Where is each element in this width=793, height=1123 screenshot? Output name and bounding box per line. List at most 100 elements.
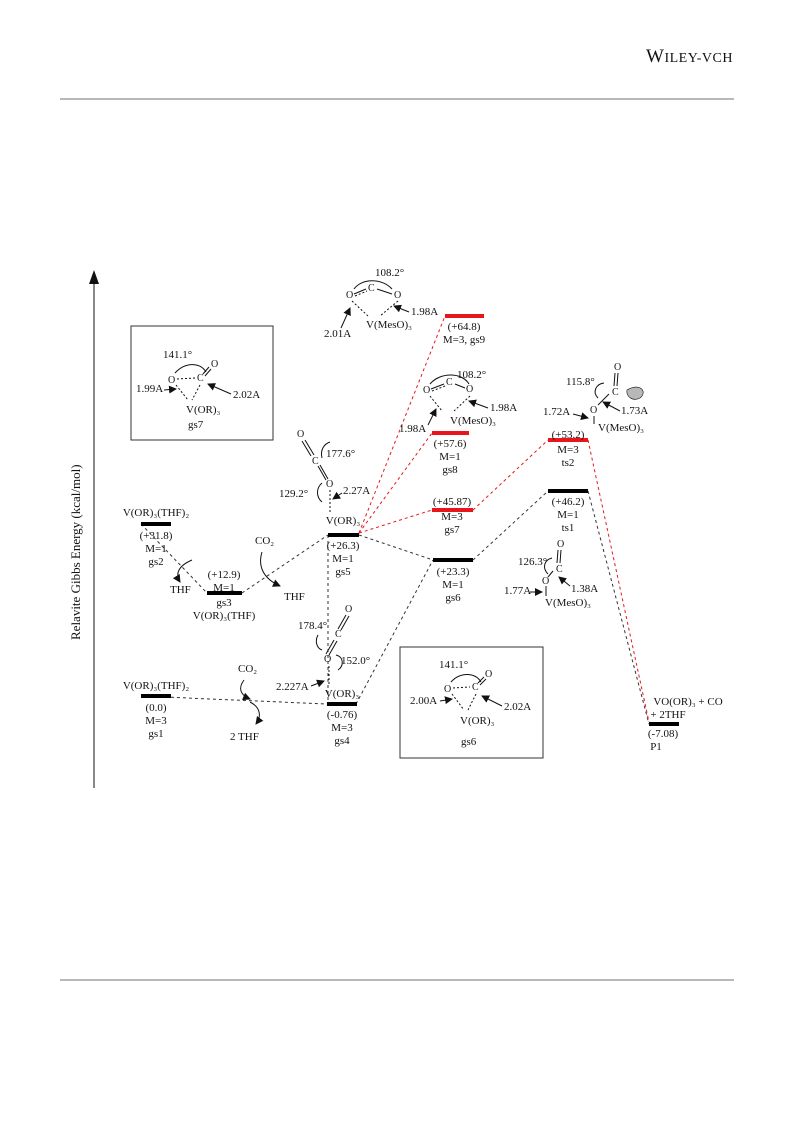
- gs7-structure-box: [130, 325, 274, 441]
- reagent-annotations: CO₂ THF THF CO₂ 2 THF: [170, 535, 305, 743]
- links-red: [358, 315, 650, 723]
- gs8-structure: 108.2° O C O V(MesO)₃ 1.98A 1.98A: [399, 369, 517, 435]
- ts1-mult: M=1: [557, 509, 578, 521]
- footer-rule: [60, 979, 734, 981]
- ts2-energy: (+53.2): [552, 429, 585, 441]
- gs8-energy: (+57.6): [434, 438, 467, 450]
- y-axis-label: Relavite Gibbs Energy (kcal/mol): [68, 464, 83, 640]
- gs9-structure: 108.2° O C O V(MesO)₃ 2.01A 1.98A: [324, 267, 438, 340]
- svg-text:2.227A: 2.227A: [276, 681, 309, 693]
- p1-energy: (-7.08): [648, 728, 679, 740]
- gs2-species: V(OR)₃(THF)₂: [123, 507, 189, 519]
- thf-label-a: THF: [170, 584, 191, 596]
- gs3-name: gs3: [216, 597, 232, 609]
- gs8-name: gs8: [442, 464, 458, 476]
- svg-text:O: O: [297, 429, 304, 440]
- gs2-name: gs2: [148, 556, 163, 568]
- gs6-mult: M=1: [442, 579, 463, 591]
- svg-text:141.1°: 141.1°: [439, 659, 468, 671]
- p1-species-line1: VO(OR)₃ + CO: [653, 696, 722, 708]
- svg-text:178.4°: 178.4°: [298, 620, 327, 632]
- p1-species-line2: + 2THF: [650, 709, 685, 721]
- svg-text:C: C: [446, 377, 453, 388]
- svg-text:O: O: [466, 384, 473, 395]
- ts1-structure: O C O 126.3° V(MesO)₃ 1.77A 1.38A: [504, 539, 598, 609]
- gs5-species: V(OR)₃: [326, 515, 361, 527]
- svg-text:V(OR)₃: V(OR)₃: [186, 404, 221, 416]
- ts2-structure: O C O 115.8° V(MesO)₃ 1.72A 1.73A: [543, 362, 648, 434]
- svg-text:129.2°: 129.2°: [279, 488, 308, 500]
- svg-text:C: C: [368, 283, 375, 294]
- svg-text:1.77A: 1.77A: [504, 585, 531, 597]
- gs2-energy: (+31.8): [140, 530, 173, 542]
- svg-text:V(MesO)₃: V(MesO)₃: [545, 597, 591, 609]
- svg-text:C: C: [472, 682, 479, 693]
- gs1-energy: (0.0): [145, 702, 166, 714]
- svg-text:O: O: [394, 290, 401, 301]
- gs3-mult: M=1: [213, 582, 234, 594]
- svg-text:O: O: [557, 539, 564, 550]
- gs8-mult: M=1: [439, 451, 460, 463]
- svg-text:2.01A: 2.01A: [324, 328, 351, 340]
- svg-text:O: O: [614, 362, 621, 373]
- svg-text:gs6: gs6: [461, 736, 477, 748]
- gs3-energy: (+12.9): [208, 569, 241, 581]
- svg-text:1.99A: 1.99A: [136, 383, 163, 395]
- gs7-box-structure: 141.1° O C O 1.99A 2.02A V(OR)₃ gs7: [136, 349, 260, 431]
- links-black: [140, 490, 650, 725]
- gs7-mult: M=3: [441, 511, 463, 523]
- gs6-energy: (+23.3): [437, 566, 470, 578]
- svg-text:gs7: gs7: [188, 419, 204, 431]
- svg-text:115.8°: 115.8°: [566, 376, 595, 388]
- gs6-structure-box: [399, 646, 544, 759]
- svg-text:1.38A: 1.38A: [571, 583, 598, 595]
- gs5-energy: (+26.3): [327, 540, 360, 552]
- svg-text:C: C: [335, 629, 342, 640]
- gs4-structure: O C O 178.4° 152.0° 2.227A: [276, 604, 370, 693]
- svg-text:1.98A: 1.98A: [490, 402, 517, 414]
- gs4-species: V(OR)₃: [325, 688, 360, 700]
- svg-text:177.6°: 177.6°: [326, 448, 355, 460]
- gs7-name: gs7: [444, 524, 460, 536]
- gs1-name: gs1: [148, 728, 163, 740]
- y-axis-arrowhead: [89, 270, 99, 284]
- svg-text:O: O: [326, 479, 333, 490]
- header-rule: [60, 98, 734, 100]
- svg-text:C: C: [612, 387, 619, 398]
- svg-text:V(OR)₃: V(OR)₃: [460, 715, 495, 727]
- svg-text:O: O: [590, 405, 597, 416]
- svg-text:O: O: [324, 654, 331, 665]
- svg-text:O: O: [211, 359, 218, 370]
- svg-text:O: O: [542, 576, 549, 587]
- svg-text:O: O: [345, 604, 352, 615]
- level-labels: V(OR)₃(THF)₂ (0.0) M=3 gs1 V(OR)₃(THF)₂ …: [123, 321, 723, 753]
- gs4-name: gs4: [334, 735, 350, 747]
- thf-label-c: 2 THF: [230, 731, 259, 743]
- svg-text:108.2°: 108.2°: [375, 267, 404, 279]
- svg-text:C: C: [556, 564, 563, 575]
- gs3-species: V(OR)₃(THF): [193, 610, 256, 622]
- svg-text:126.3°: 126.3°: [518, 556, 547, 568]
- ts1-name: ts1: [562, 522, 575, 534]
- gs9-energy: (+64.8): [448, 321, 481, 333]
- gs6-name: gs6: [445, 592, 461, 604]
- svg-text:141.1°: 141.1°: [163, 349, 192, 361]
- gs1-mult: M=3: [145, 715, 167, 727]
- svg-text:1.98A: 1.98A: [411, 306, 438, 318]
- svg-text:O: O: [485, 669, 492, 680]
- gs4-energy: (-0.76): [327, 709, 358, 721]
- svg-text:2.00A: 2.00A: [410, 695, 437, 707]
- gs5-name: gs5: [335, 566, 351, 578]
- co2-label-a: CO₂: [255, 535, 274, 547]
- p1-name: P1: [650, 741, 662, 753]
- gs9-mult: M=3, gs9: [443, 334, 486, 346]
- ts1-energy: (+46.2): [552, 496, 585, 508]
- svg-text:V(MesO)₃: V(MesO)₃: [450, 415, 496, 427]
- ts2-name: ts2: [562, 457, 575, 469]
- svg-text:C: C: [197, 373, 204, 384]
- svg-text:1.73A: 1.73A: [621, 405, 648, 417]
- svg-text:C: C: [312, 456, 319, 467]
- svg-text:1.72A: 1.72A: [543, 406, 570, 418]
- gs7-energy: (+45.87): [433, 496, 472, 508]
